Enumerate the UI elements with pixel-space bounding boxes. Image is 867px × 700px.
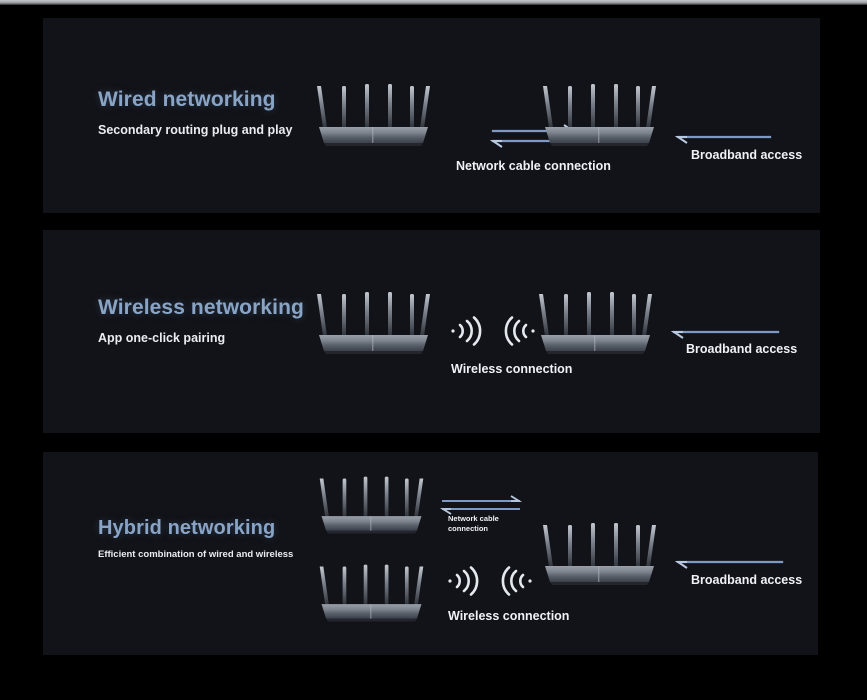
wireless-text-block: Wireless networking App one-click pairin… bbox=[98, 296, 304, 345]
router-icon-main-hybrid bbox=[537, 519, 662, 591]
left-arrow-icon-broadband-hybrid bbox=[674, 555, 784, 571]
connection-label-broadband-wired: Broadband access bbox=[691, 148, 803, 162]
left-arrow-icon-broadband-wired bbox=[674, 130, 772, 146]
panel-wired-networking: Wired networking Secondary routing plug … bbox=[43, 18, 820, 213]
panel-title-wireless: Wireless networking bbox=[98, 296, 304, 319]
router-icon-secondary-bottom-hybrid bbox=[314, 561, 429, 627]
hybrid-text-block: Hybrid networking Efficient combination … bbox=[98, 517, 293, 560]
router-icon-main-wired bbox=[537, 80, 662, 152]
router-icon-secondary-wireless bbox=[311, 288, 436, 360]
panel-subtitle-hybrid: Efficient combination of wired and wirel… bbox=[98, 549, 294, 560]
connection-label-wireless-wireless: Wireless connection bbox=[451, 362, 573, 376]
panel-wireless-networking: Wireless networking App one-click pairin… bbox=[43, 230, 820, 433]
router-icon-main-wireless bbox=[533, 288, 658, 360]
wifi-signal-icon-pair-wireless bbox=[448, 314, 538, 348]
left-arrow-icon-broadband-wireless bbox=[670, 325, 780, 341]
wifi-signal-icon-pair-hybrid bbox=[445, 564, 535, 598]
panel-hybrid-networking: Hybrid networking Efficient combination … bbox=[43, 452, 818, 655]
connection-label-network-cable-wired: Network cable connection bbox=[456, 159, 611, 173]
router-icon-secondary-wired bbox=[311, 80, 436, 152]
panel-subtitle-wired: Secondary routing plug and play bbox=[98, 123, 293, 137]
top-edge-strip bbox=[0, 0, 867, 5]
connection-label-network-cable-hybrid: Network cable connection bbox=[448, 514, 499, 534]
connection-label-wireless-hybrid: Wireless connection bbox=[448, 609, 570, 623]
connection-label-broadband-hybrid: Broadband access bbox=[691, 573, 803, 587]
wired-text-block: Wired networking Secondary routing plug … bbox=[98, 88, 292, 137]
connection-label-broadband-wireless: Broadband access bbox=[686, 342, 798, 356]
panel-title-wired: Wired networking bbox=[98, 88, 276, 111]
panel-subtitle-wireless: App one-click pairing bbox=[98, 331, 226, 345]
bidirectional-arrow-icon-cable-hybrid bbox=[439, 495, 523, 517]
router-icon-secondary-top-hybrid bbox=[314, 473, 429, 539]
panel-title-hybrid: Hybrid networking bbox=[98, 517, 276, 539]
